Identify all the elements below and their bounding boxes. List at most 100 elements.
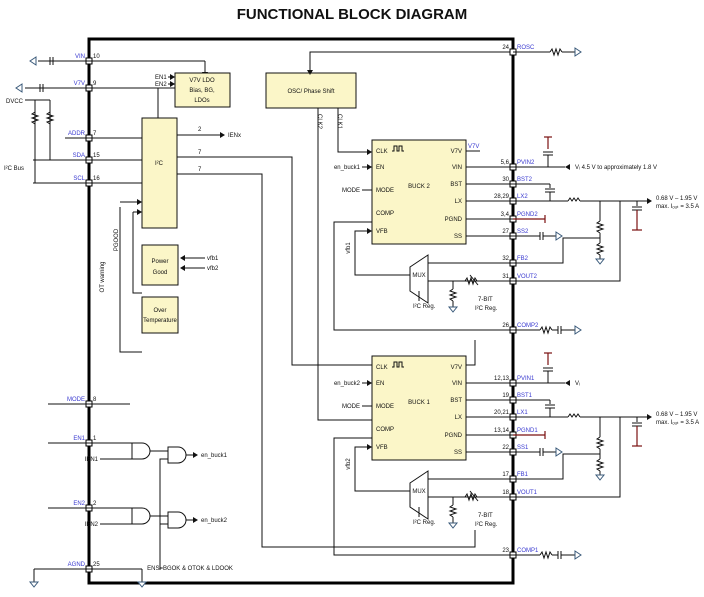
vin-note-label: Vᵢ 4.5 V to approximately 1.8 V — [575, 165, 657, 171]
i2c-bus-label: I²C Bus — [4, 166, 24, 172]
pin-number-label: 23 — [502, 548, 509, 554]
arrow-icon — [193, 517, 198, 523]
resistor-icon — [595, 220, 605, 234]
buck-pin-label: VFB — [376, 445, 388, 451]
pin-name-label: FB1 — [517, 472, 529, 478]
mux-label: MUX — [412, 489, 425, 495]
ldo-label: LDOs — [194, 98, 209, 104]
pin-number-label: 26 — [502, 323, 509, 329]
pin-number-label: 27 — [502, 229, 509, 235]
pin-number-label: 3,4 — [501, 212, 510, 218]
pin-number-label: 30 — [502, 177, 509, 183]
arrow-icon — [367, 228, 372, 234]
en-buck1-label: en_buck1 — [201, 453, 228, 459]
arrow-icon — [367, 164, 372, 170]
vout-range-label: 0.68 V – 1.95 V — [656, 412, 697, 418]
mode-input-label: MODE — [342, 188, 360, 194]
ground-icon — [447, 306, 459, 313]
buck-pin-label: PGND — [445, 217, 463, 223]
pin-number-label: 12,13 — [494, 376, 510, 382]
ien1-label: IEN1 — [85, 457, 99, 463]
dvcc-label: DVCC — [6, 99, 24, 105]
7bit-label: 7-BIT — [478, 297, 493, 303]
buck-pin-label: V7V — [451, 365, 462, 371]
en-buck-input-label: en_buck2 — [334, 381, 361, 387]
arrow-icon — [193, 452, 198, 458]
resistor-icon — [539, 325, 553, 335]
clk2-label: CLK2 — [316, 114, 322, 130]
resistor-icon — [595, 242, 605, 256]
i2c-block — [141, 117, 178, 229]
arrow-icon — [307, 70, 313, 75]
bus-width-label: 7 — [198, 167, 202, 173]
pin-name-label: FB2 — [517, 256, 529, 262]
buck-pin-label: SS — [454, 234, 462, 240]
inductor-icon — [567, 197, 581, 202]
wire — [132, 212, 142, 294]
wire — [317, 108, 372, 421]
and-gate-icon — [131, 507, 151, 525]
pin-name-label: PGND2 — [517, 212, 538, 218]
wire — [119, 207, 142, 353]
resistor-icon — [448, 504, 458, 518]
pin-number-label: 24 — [502, 45, 509, 51]
resistor-icon — [45, 111, 55, 125]
ground-icon — [15, 83, 23, 93]
and-gate-icon — [131, 442, 151, 460]
arrow-icon — [647, 198, 652, 204]
pin-number-label: 2 — [93, 501, 97, 507]
and-gate-icon — [167, 511, 187, 529]
vin-note-label: Vᵢ — [575, 381, 580, 387]
ien2-label: IEN2 — [85, 522, 99, 528]
ot-warning-label: OT warning — [100, 262, 106, 293]
buck-pin-label: COMP — [376, 427, 394, 433]
bus-width-label: 2 — [198, 127, 202, 133]
pin-name-label: LX2 — [517, 194, 528, 200]
pin-number-label: 9 — [93, 81, 97, 87]
buck-2-label: BUCK 2 — [408, 184, 430, 190]
resistor-icon — [595, 436, 605, 450]
pin-number-label: 25 — [93, 562, 100, 568]
arrow-icon — [647, 414, 652, 420]
pin-name-label: BST2 — [517, 177, 533, 183]
vout-range-label: 0.68 V – 1.95 V — [656, 196, 697, 202]
v7v-ldo-block — [174, 72, 231, 108]
pin-name-label: BST1 — [517, 393, 533, 399]
buck-pin-label: BST — [450, 182, 462, 188]
wire — [513, 201, 621, 282]
pin-number-label: 16 — [93, 176, 100, 182]
arrow-icon — [180, 265, 185, 271]
7bit-label: 7-BIT — [478, 513, 493, 519]
clk1-label: CLK1 — [336, 114, 342, 130]
clock-icon — [392, 361, 404, 368]
pin-name-label: PVIN1 — [517, 376, 535, 382]
buck-1-block — [371, 355, 467, 461]
pin-number-label: 28,29 — [494, 194, 510, 200]
pin-name-label: VOUT1 — [517, 490, 538, 496]
osc-phase-shift-block — [265, 72, 357, 109]
wire — [513, 417, 621, 498]
vfb-label: vfb2 — [346, 458, 352, 470]
buck-pin-label: VIN — [452, 381, 462, 387]
pin-name-label: PVIN2 — [517, 160, 535, 166]
bus-width-label: 7 — [198, 150, 202, 156]
ground-icon — [447, 522, 459, 529]
i2c-reg2-label: I²C Reg. — [475, 522, 498, 528]
wire — [513, 237, 600, 264]
power-good-block — [141, 244, 179, 286]
mux-2 — [409, 254, 429, 304]
arrow-icon — [220, 132, 225, 138]
resistor-icon — [448, 288, 458, 302]
wire — [354, 446, 410, 492]
arrow-icon — [170, 81, 175, 87]
pin-number-label: 1 — [93, 436, 97, 442]
pin-number-label: 18 — [502, 490, 509, 496]
pin-number-label: 31 — [502, 274, 509, 280]
ground-icon — [555, 231, 563, 241]
pin-name-label: PGND1 — [517, 428, 538, 434]
pin-name-label: MODE — [67, 397, 85, 403]
pin-number-label: 17 — [502, 472, 509, 478]
pin-name-label: SS2 — [517, 229, 529, 235]
i2c-block-label: I²C — [155, 161, 164, 167]
